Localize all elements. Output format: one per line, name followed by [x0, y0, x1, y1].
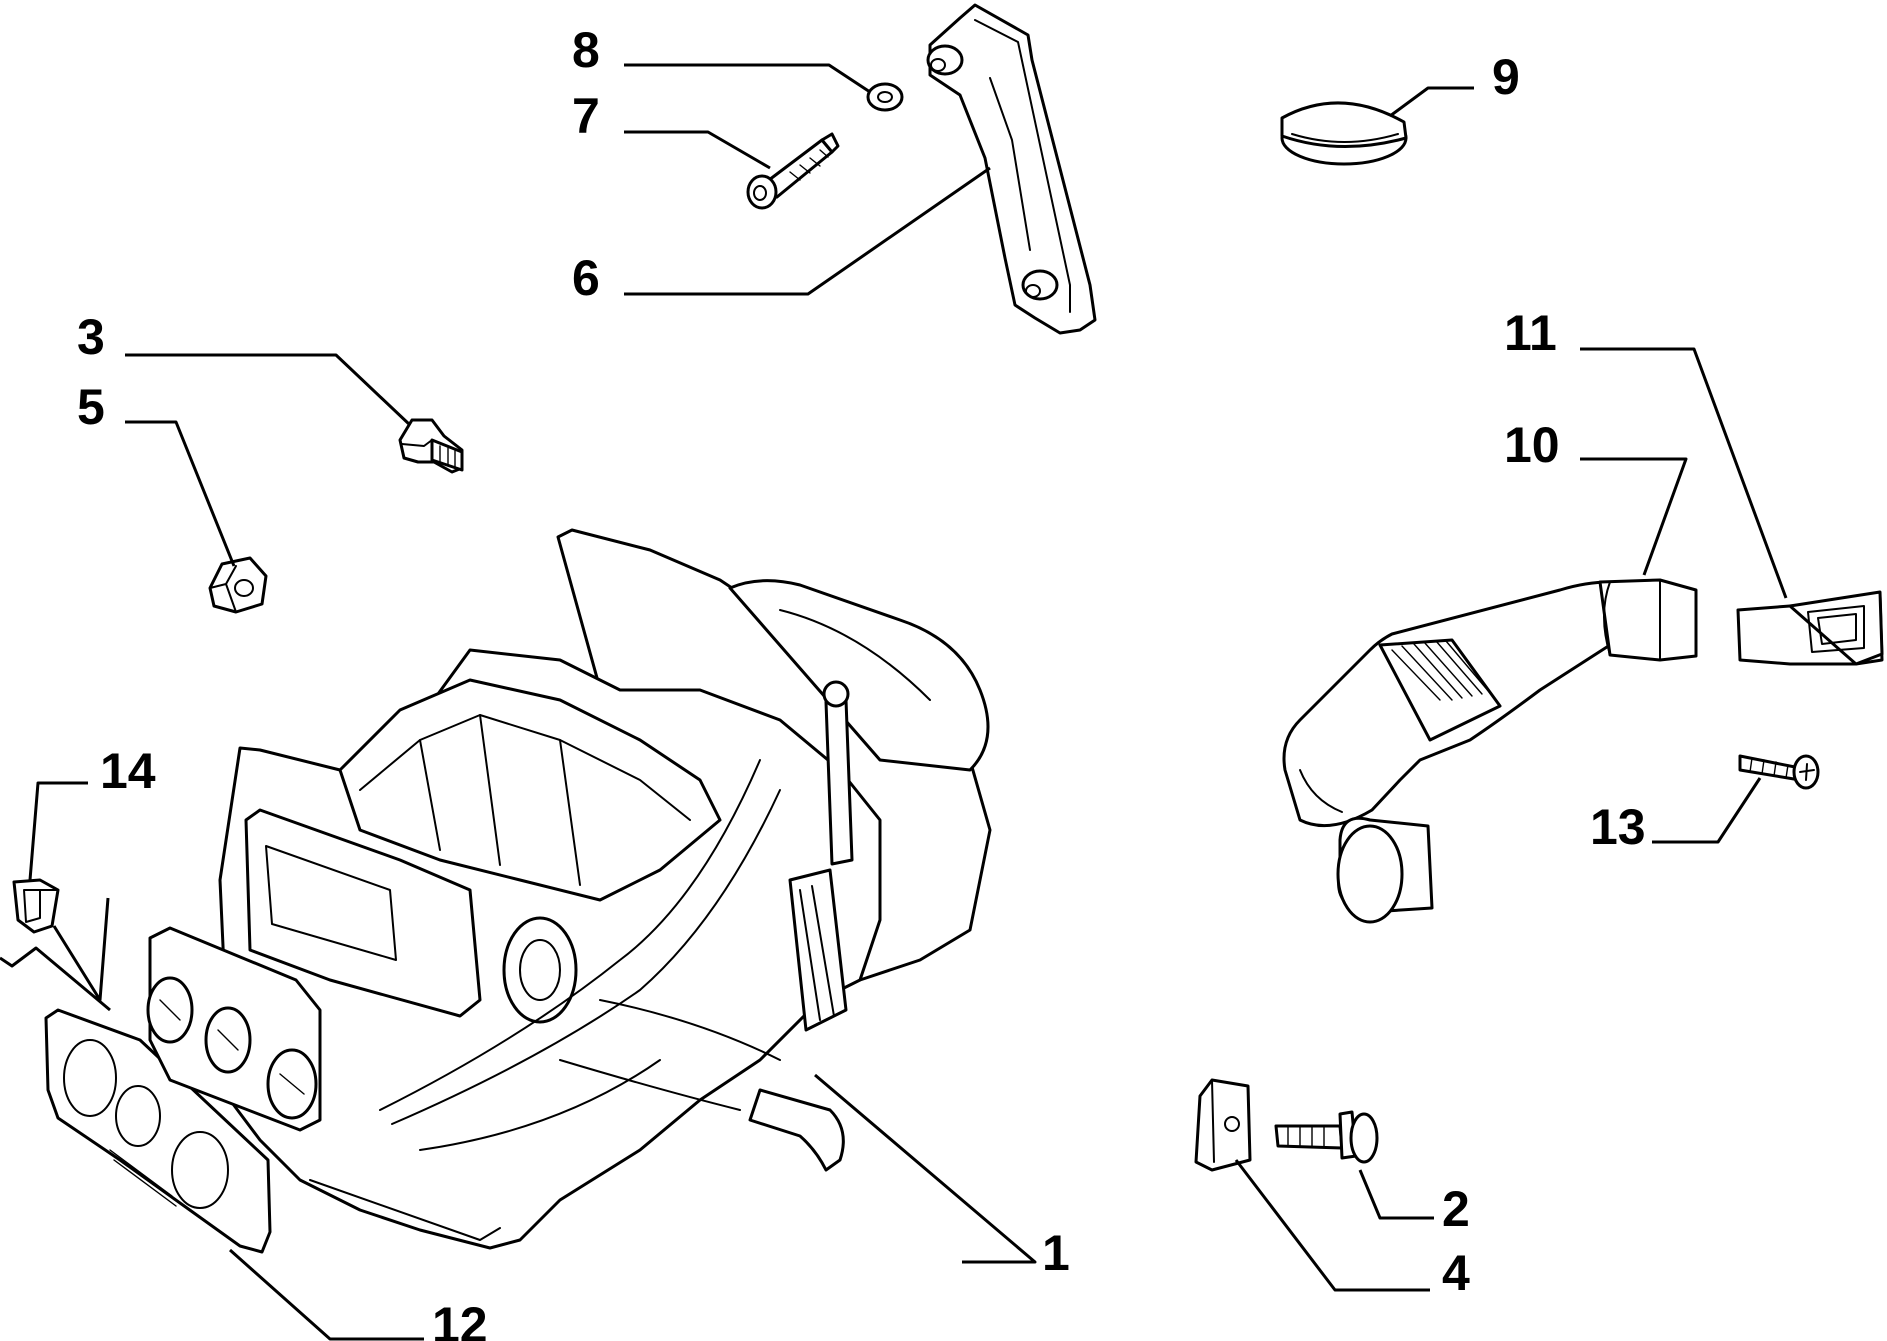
part-14-clip: [12, 878, 60, 934]
callout-4: 4: [1442, 1245, 1470, 1301]
callout-13: 13: [1590, 799, 1646, 855]
leader-12: [229, 1248, 424, 1341]
callout-10: 10: [1504, 417, 1560, 473]
leader-3: [125, 353, 412, 427]
leader-13: [1652, 777, 1762, 844]
part-1-hvac-housing: [146, 528, 992, 1250]
part-12-bezel: [44, 1008, 272, 1254]
callout-12: 12: [432, 1297, 488, 1341]
leader-2: [1358, 1169, 1434, 1220]
callout-8: 8: [572, 22, 600, 78]
part-4-clip: [1194, 1078, 1252, 1172]
leader-8: [624, 63, 871, 94]
part-2-bolt: [1274, 1110, 1379, 1164]
leader-12-bracket: [0, 897, 111, 1012]
leader-4: [1234, 1159, 1430, 1292]
part-11-connector: [1736, 590, 1884, 666]
callout-11: 11: [1504, 305, 1557, 361]
part-9-plug: [1280, 101, 1408, 166]
part-6-bracket: [926, 3, 1097, 335]
leader-9: [1389, 86, 1474, 118]
part-7-screw: [746, 132, 840, 210]
leader-1: [814, 1073, 1037, 1264]
callout-1: 1: [1042, 1225, 1070, 1281]
callout-5: 5: [77, 379, 105, 435]
leader-lines: [0, 63, 1788, 1341]
part-3-bolt: [398, 418, 464, 474]
callout-14: 14: [100, 743, 156, 799]
leader-7: [624, 130, 771, 170]
callout-6: 6: [572, 250, 600, 306]
leader-11: [1580, 347, 1788, 599]
callout-7: 7: [572, 88, 600, 144]
leader-14: [28, 781, 88, 881]
leader-5: [125, 420, 236, 567]
part-5-nut: [208, 556, 268, 614]
part-8-washer: [866, 82, 904, 112]
leader-6: [624, 166, 991, 296]
callout-2: 2: [1442, 1181, 1470, 1237]
leader-10: [1580, 457, 1688, 576]
callout-labels: 1 2 3 4 5 6 7 8 9 10 11 12 13 14: [77, 22, 1646, 1341]
part-10-duct: [1282, 578, 1698, 924]
callout-3: 3: [77, 309, 105, 365]
callout-9: 9: [1492, 49, 1520, 105]
part-13-screw: [1738, 754, 1820, 790]
